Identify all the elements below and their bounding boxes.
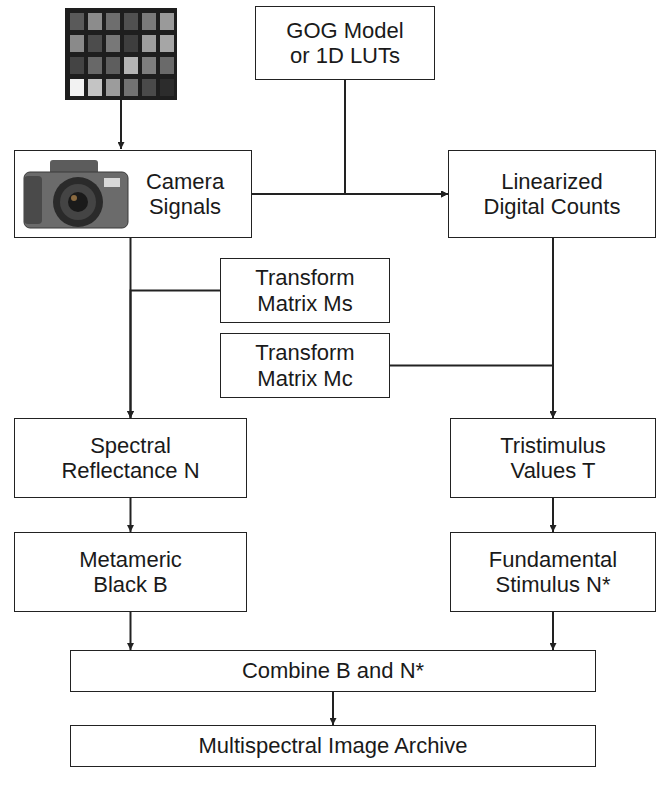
process-box: GOG Model or 1D LUTs — [255, 6, 435, 80]
chart-patch — [142, 79, 156, 96]
flow-arrow — [130, 612, 132, 650]
chart-arrow — [120, 100, 122, 149]
chart-patch — [160, 79, 174, 96]
chart-patch — [70, 79, 84, 96]
process-box: Spectral Reflectance N — [14, 418, 247, 498]
chart-patch — [142, 35, 156, 52]
box-label: Transform Matrix Ms — [233, 265, 378, 316]
chart-patch — [70, 35, 84, 52]
box-label: Transform Matrix Mc — [233, 340, 378, 391]
camera-flash — [104, 178, 120, 187]
flow-arrow — [130, 498, 132, 532]
chart-patch — [160, 35, 174, 52]
process-box: Transform Matrix Mc — [220, 333, 390, 398]
chart-patch — [106, 79, 120, 96]
camera-icon — [24, 160, 128, 228]
flow-arrow — [332, 692, 334, 725]
chart-patch — [70, 57, 84, 74]
flow-arrow — [131, 291, 221, 419]
process-box: Tristimulus Values T — [450, 418, 656, 498]
chart-patch — [160, 13, 174, 30]
process-box: Metameric Black B — [14, 532, 247, 612]
box-label: Spectral Reflectance N — [46, 433, 216, 484]
box-label: Fundamental Stimulus N* — [473, 547, 633, 598]
chart-patch — [106, 35, 120, 52]
chart-patch — [88, 57, 102, 74]
box-label: GOG Model or 1D LUTs — [280, 18, 410, 69]
flow-arrow — [552, 612, 554, 650]
camera-lens — [60, 184, 96, 220]
process-box: Linearized Digital Counts — [448, 150, 656, 238]
camera-box: Camera Signals — [14, 150, 252, 238]
chart-patch — [160, 57, 174, 74]
chart-patch — [88, 35, 102, 52]
camera-lens-ring — [53, 177, 103, 227]
camera-body — [24, 172, 128, 228]
process-box: Combine B and N* — [70, 650, 596, 692]
box-label: Tristimulus Values T — [471, 433, 636, 484]
chart-patch — [124, 57, 138, 74]
chart-patch — [124, 35, 138, 52]
chart-background — [65, 8, 177, 100]
chart-patch — [142, 13, 156, 30]
camera-lens-glint — [71, 195, 77, 201]
box-label: Multispectral Image Archive — [199, 733, 468, 758]
chart-patch — [142, 57, 156, 74]
flow-arrow — [552, 498, 554, 532]
flow-arrow — [390, 366, 553, 419]
chart-patches — [70, 13, 174, 96]
chart-patch — [106, 57, 120, 74]
chart-patch — [124, 13, 138, 30]
process-box: Multispectral Image Archive — [70, 725, 596, 767]
chart-patch — [88, 13, 102, 30]
box-label: Linearized Digital Counts — [477, 169, 627, 220]
camera-grip — [24, 176, 42, 224]
box-label: Camera Signals — [135, 169, 235, 220]
chart-patch — [106, 13, 120, 30]
process-box: Transform Matrix Ms — [220, 258, 390, 323]
chart-patch — [124, 79, 138, 96]
process-box: Fundamental Stimulus N* — [450, 532, 656, 612]
box-label: Combine B and N* — [242, 658, 424, 683]
camera-lens-glass — [68, 192, 88, 212]
flow-arrow — [345, 80, 448, 194]
chart-patch — [70, 13, 84, 30]
chart-patch — [88, 79, 102, 96]
color-chart — [65, 8, 177, 100]
box-label: Metameric Black B — [56, 547, 206, 598]
connectors — [131, 80, 554, 725]
